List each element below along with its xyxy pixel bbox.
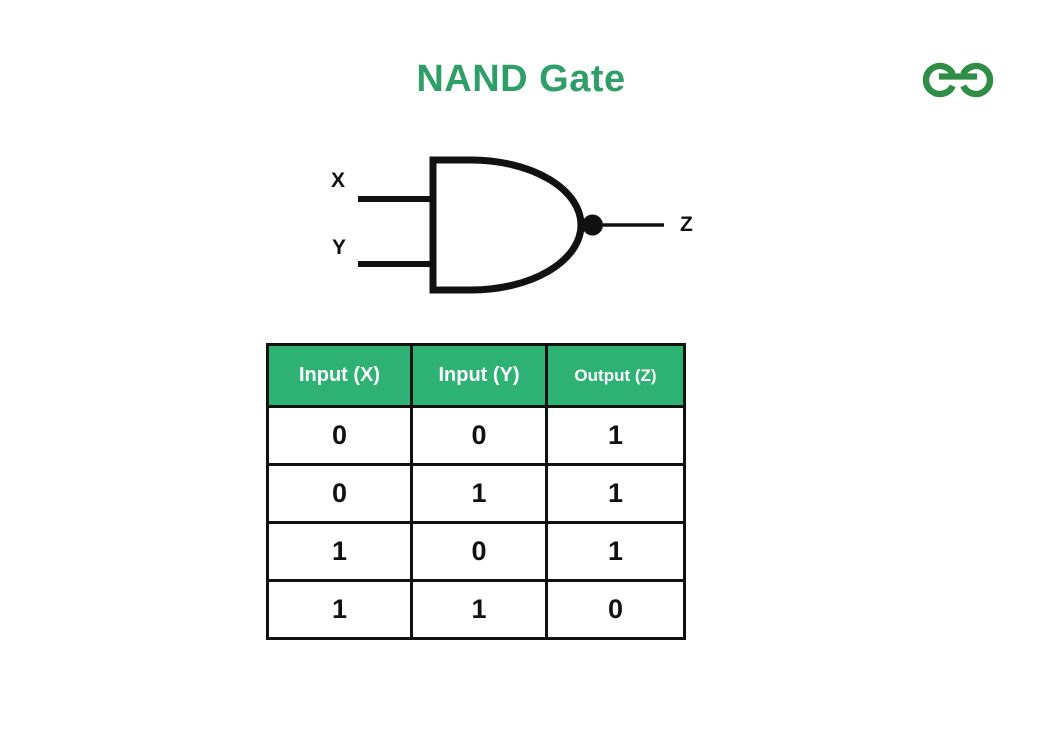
truth-table-header-row: Input (X) Input (Y) Output (Z)	[266, 343, 686, 408]
truth-table-row: 0 0 1	[266, 405, 686, 466]
truth-table-cell: 1	[410, 579, 548, 640]
inversion-bubble	[582, 214, 603, 236]
truth-table-cell: 0	[266, 405, 413, 466]
geeksforgeeks-logo-svg	[922, 62, 994, 98]
truth-table-row: 1 0 1	[266, 521, 686, 582]
truth-table-cell: 0	[266, 463, 413, 524]
gate-body	[429, 156, 585, 294]
truth-table-cell: 1	[410, 463, 548, 524]
truth-table-cell: 1	[266, 521, 413, 582]
truth-table-header-input-y: Input (Y)	[410, 343, 548, 408]
truth-table-row: 0 1 1	[266, 463, 686, 524]
truth-table-cell: 1	[266, 579, 413, 640]
truth-table: Input (X) Input (Y) Output (Z) 0 0 1 0 1…	[266, 343, 686, 640]
input-label-x: X	[331, 169, 346, 192]
nand-gate-drawing	[358, 156, 664, 294]
truth-table-header-input-x: Input (X)	[266, 343, 413, 408]
output-label-z: Z	[680, 213, 693, 236]
truth-table-row: 1 1 0	[266, 579, 686, 640]
truth-table-cell: 0	[545, 579, 686, 640]
truth-table-cell: 0	[410, 405, 548, 466]
geeksforgeeks-logo-icon	[920, 52, 996, 102]
truth-table-cell: 0	[410, 521, 548, 582]
nand-gate-diagram: X Y Z	[320, 140, 710, 315]
truth-table-cell: 1	[545, 405, 686, 466]
truth-table-header-output-z: Output (Z)	[545, 343, 686, 408]
truth-table-cell: 1	[545, 521, 686, 582]
truth-table-cell: 1	[545, 463, 686, 524]
page-title: NAND Gate	[416, 58, 626, 100]
input-label-y: Y	[332, 236, 347, 259]
